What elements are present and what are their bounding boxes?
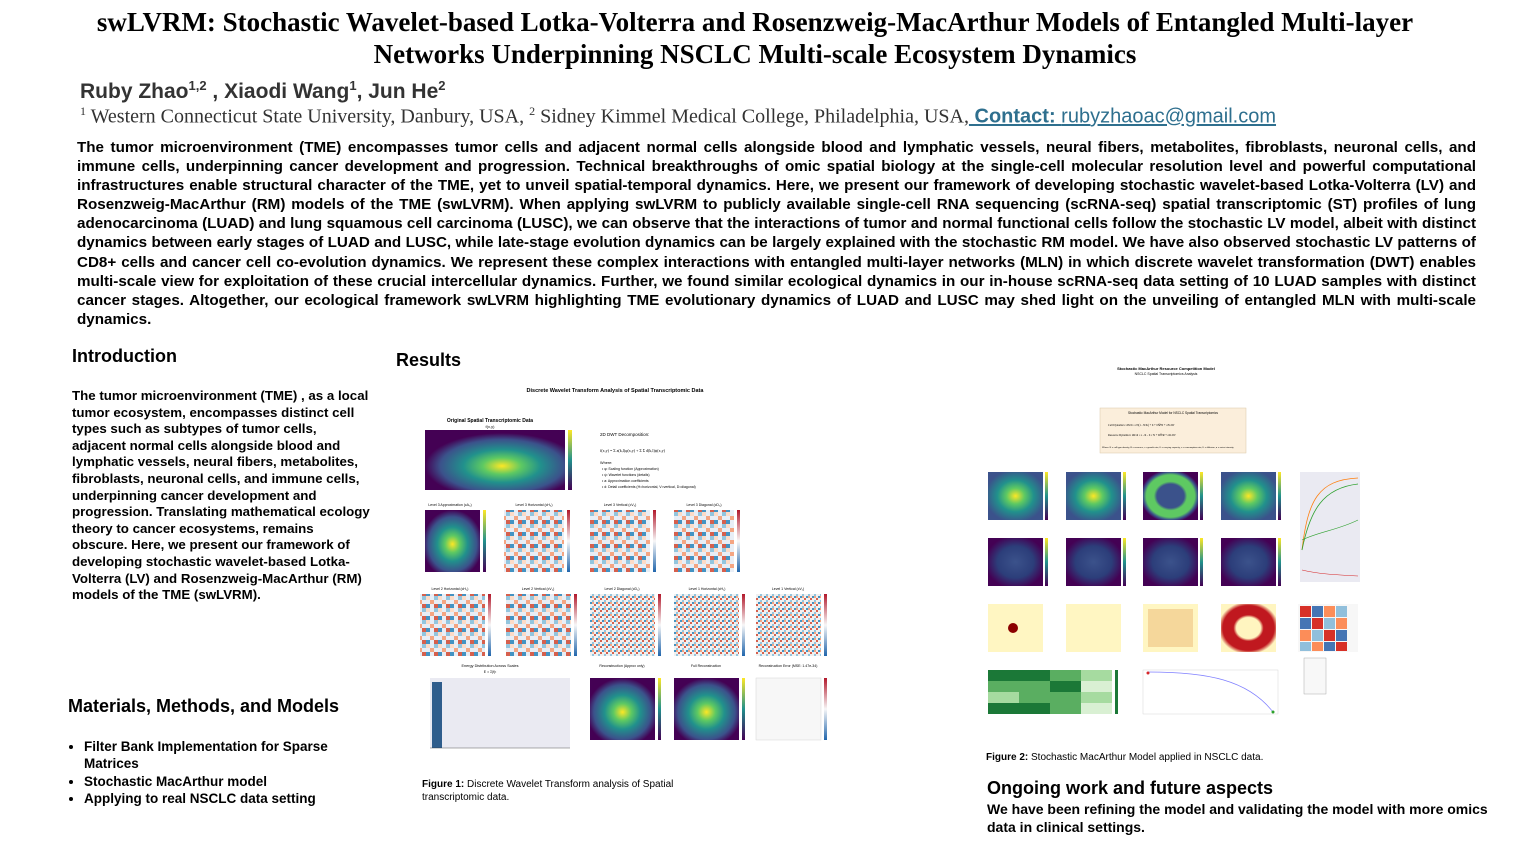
svg-text:f(x,y): f(x,y) — [486, 424, 496, 429]
svg-text:f(x,y) = Σ a(k,l)φ(x,y) + Σ Σ: f(x,y) = Σ a(k,l)φ(x,y) + Σ Σ d(k,l)ψ(x,… — [600, 448, 666, 454]
svg-text:Level 1 Horizontal (cH₁): Level 1 Horizontal (cH₁) — [689, 587, 726, 591]
svg-text:Reconstruction (Approx only): Reconstruction (Approx only) — [599, 664, 644, 668]
introduction-heading: Introduction — [72, 346, 177, 366]
svg-text:Level 2 Vertical (cV₂): Level 2 Vertical (cV₂) — [522, 587, 554, 591]
svg-text:Level 3 Diagonal (cD₃): Level 3 Diagonal (cD₃) — [686, 503, 721, 507]
svg-text:• ψ: Wavelet functions (detail: • ψ: Wavelet functions (details) — [602, 473, 650, 477]
svg-text:Level 2 Horizontal (cH₂): Level 2 Horizontal (cH₂) — [432, 587, 469, 591]
affiliation-1: Western Connecticut State University, Da… — [86, 105, 530, 128]
svg-text:Resource Dynamics: dR/dt = s -: Resource Dynamics: dR/dt = s - R - Σ c N… — [1108, 433, 1176, 437]
svg-text:• φ: Scaling function (Approxi: • φ: Scaling function (Approximation) — [602, 467, 659, 471]
svg-text:Stochastic MacArthur Model for: Stochastic MacArthur Model for NSCLC Spa… — [1128, 411, 1218, 415]
contact-label: Contact: — [968, 105, 1062, 128]
author-name: Ruby Zhao — [80, 80, 189, 103]
list-item: Stochastic MacArthur model — [84, 773, 384, 790]
figure-1-title: Discrete Wavelet Transform Analysis of S… — [527, 388, 705, 394]
author-name: Jun He — [368, 80, 439, 103]
future-heading: Ongoing work and future aspects — [987, 778, 1274, 798]
svg-text:Level 2 Diagonal (cD₂): Level 2 Diagonal (cD₂) — [604, 587, 639, 591]
introduction-text: The tumor microenvironment (TME) , as a … — [72, 388, 370, 603]
svg-text:Level 3 Vertical (cV₃): Level 3 Vertical (cV₃) — [604, 503, 637, 507]
author-sup: 2 — [438, 78, 446, 93]
svg-text:Level 3 Approximation (cA₃): Level 3 Approximation (cA₃) — [428, 503, 471, 507]
svg-text:Where: N = cell type density,: Where: N = cell type density, R = resour… — [1102, 446, 1235, 449]
svg-text:Cell Dynamics: dN/dt = rN(1 -: Cell Dynamics: dN/dt = rN(1 - N/K) + Σ +… — [1108, 423, 1175, 427]
svg-text:2D DWT Decomposition:: 2D DWT Decomposition: — [600, 432, 649, 437]
figure-2-title: Stochastic MacArthur Resource Competitio… — [1117, 366, 1215, 371]
list-item: Applying to real NSCLC data setting — [84, 790, 384, 807]
results-heading: Results — [396, 350, 462, 370]
svg-text:Full Reconstruction: Full Reconstruction — [691, 664, 721, 668]
svg-text:NSCLC Spatial Transcriptomics: NSCLC Spatial Transcriptomics Analysis — [1135, 372, 1198, 376]
svg-text:Reconstruction Error (MSE: 1.4: Reconstruction Error (MSE: 1.47e-34) — [759, 664, 818, 668]
author-sup: 1,2 — [188, 78, 207, 93]
affiliations: 1 Western Connecticut State University, … — [80, 104, 1277, 128]
contact-email-link[interactable]: rubyzhaoac@gmail.com — [1061, 105, 1277, 128]
svg-text:• d: Detail coefficients (H=ho: • d: Detail coefficients (H=horizontal, … — [602, 485, 696, 489]
methods-list: Filter Bank Implementation for Sparse Ma… — [68, 738, 384, 808]
future-text: We have been refining the model and vali… — [987, 801, 1488, 835]
affiliation-2: Sidney Kimmel Medical College, Philadelp… — [535, 105, 969, 128]
svg-text:Where:: Where: — [600, 461, 612, 465]
author-list: Ruby Zhao1,2 , Xiaodi Wang1, Jun He2 — [80, 78, 446, 103]
poster-title: swLVRM: Stochastic Wavelet-based Lotka-V… — [96, 7, 1414, 69]
svg-text:E = Σ|f|²: E = Σ|f|² — [484, 670, 497, 674]
author-name: Xiaodi Wang — [224, 80, 350, 103]
svg-text:Energy Distribution Across Sca: Energy Distribution Across Scales — [462, 664, 519, 668]
figure-1-dwt: Discrete Wavelet Transform Analysis of S… — [410, 380, 850, 770]
figure-2-macarthur: Stochastic MacArthur Resource Competitio… — [978, 360, 1368, 725]
svg-text:Original Spatial Transcriptomi: Original Spatial Transcriptomic Data — [447, 418, 533, 424]
figure-2-caption: Figure 2: Stochastic MacArthur Model app… — [986, 752, 1264, 763]
abstract: The tumor microenvironment (TME) encompa… — [77, 139, 1476, 328]
author-sup: 1 — [349, 78, 357, 93]
svg-text:Level 3 Horizontal (cH₃): Level 3 Horizontal (cH₃) — [515, 503, 552, 507]
figure-1-caption: Figure 1: Discrete Wavelet Transform ana… — [422, 779, 674, 803]
svg-text:• a: Approximation coefficient: • a: Approximation coefficients — [602, 479, 649, 483]
list-item: Filter Bank Implementation for Sparse Ma… — [84, 738, 384, 773]
svg-text:Level 1 Vertical (cV₁): Level 1 Vertical (cV₁) — [772, 587, 804, 591]
methods-heading: Materials, Methods, and Models — [68, 696, 340, 716]
